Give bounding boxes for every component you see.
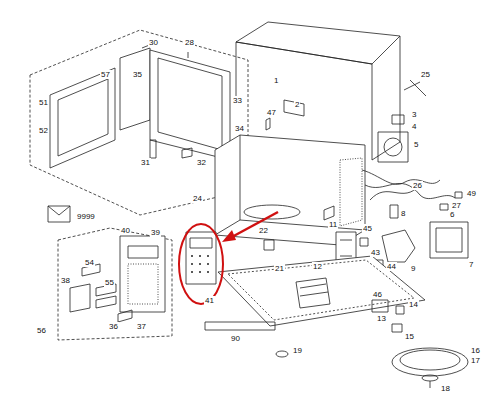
callout-number: 52 — [38, 126, 49, 135]
callout-number: 45 — [362, 224, 373, 233]
callout-number: 32 — [196, 158, 207, 167]
callout-number: 15 — [404, 332, 415, 341]
callout-number: 11 — [328, 220, 338, 229]
callout-number: 4 — [411, 122, 417, 131]
callout-number: 6 — [449, 210, 455, 219]
callout-number: 39 — [150, 228, 161, 237]
callout-number: 16 — [470, 346, 481, 355]
callout-number: 54 — [84, 258, 95, 267]
callout-number: 34 — [234, 124, 245, 133]
callout-number: 90 — [230, 334, 241, 343]
callout-number: 19 — [292, 346, 303, 355]
callout-number: 5 — [413, 140, 419, 149]
callout-number: 24 — [192, 194, 203, 203]
callout-number: 33 — [232, 96, 243, 105]
callout-number: 9999 — [76, 212, 96, 221]
callout-number: 12 — [312, 262, 323, 271]
callout-number: 1 — [273, 76, 279, 85]
callout-number: 7 — [468, 260, 474, 269]
callout-number: 27 — [451, 201, 462, 210]
callout-number: 40 — [120, 226, 131, 235]
callout-number: 56 — [36, 326, 47, 335]
callout-number: 43 — [370, 248, 381, 257]
callout-number: 26 — [412, 181, 423, 190]
callout-number: 41 — [204, 296, 215, 305]
callout-number: 8 — [400, 209, 406, 218]
callout-number: 37 — [136, 322, 147, 331]
callout-number: 57 — [100, 70, 111, 79]
callout-number: 49 — [466, 189, 477, 198]
callout-number: 55 — [104, 278, 115, 287]
callout-number: 17 — [470, 356, 481, 365]
callout-number: 22 — [258, 226, 269, 235]
callout-number: 35 — [132, 70, 143, 79]
callout-number: 18 — [440, 384, 451, 393]
callout-number: 13 — [376, 314, 387, 323]
callout-number: 46 — [372, 290, 383, 299]
callout-number: 2 — [294, 100, 300, 109]
callout-number: 38 — [60, 276, 71, 285]
callout-number: 36 — [108, 322, 119, 331]
callout-number: 14 — [408, 300, 419, 309]
callout-number: 25 — [420, 70, 431, 79]
callout-number: 9 — [410, 264, 416, 273]
callout-number: 44 — [386, 262, 397, 271]
callout-number: 51 — [38, 98, 49, 107]
callout-number: 28 — [184, 38, 195, 47]
callout-number: 3 — [411, 110, 417, 119]
callout-number: 31 — [140, 158, 151, 167]
callout-number: 21 — [274, 264, 285, 273]
callout-number: 47 — [266, 108, 277, 117]
callout-number: 30 — [148, 38, 159, 47]
